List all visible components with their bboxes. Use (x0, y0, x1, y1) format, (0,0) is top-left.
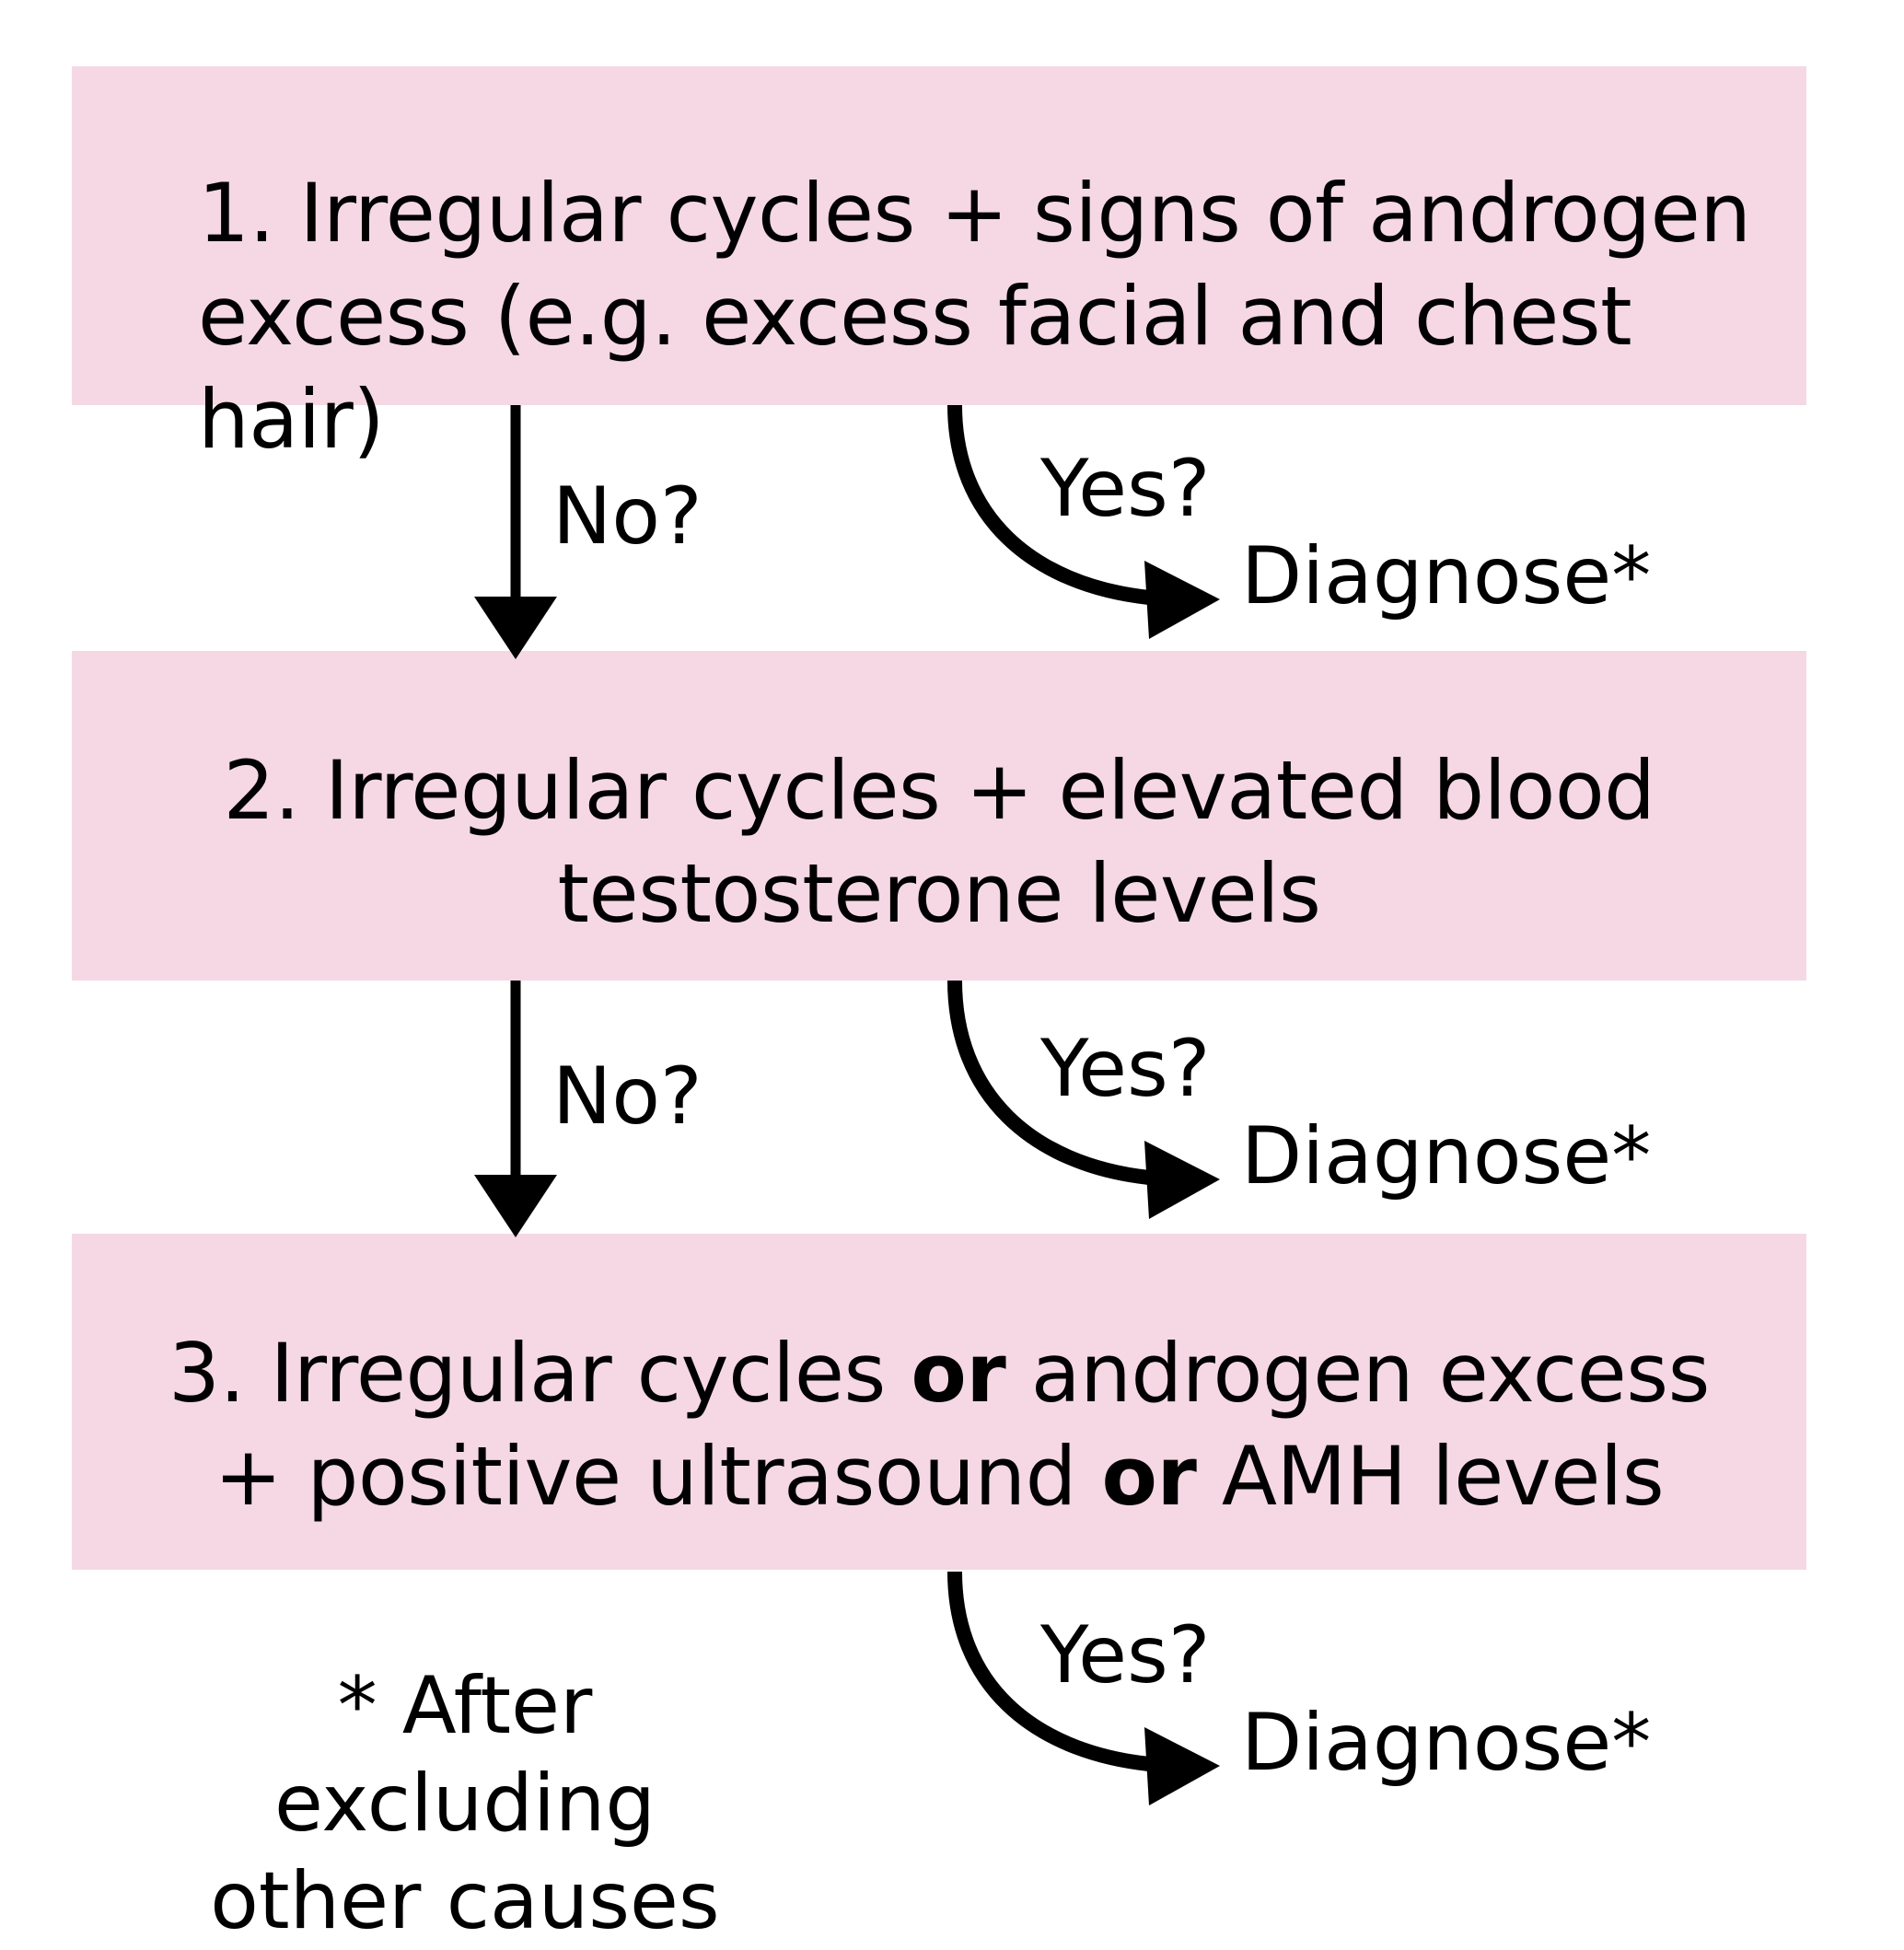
footnote-line-1: * After excluding (273, 1660, 656, 1850)
step-2-box: 2. Irregular cycles + elevated blood tes… (72, 651, 1806, 981)
footnote-line-2: other causes (210, 1855, 720, 1947)
step-3-text: 3. Irregular cycles or androgen excess +… (127, 1322, 1751, 1528)
step-1-diagnose-label: Diagnose* (1241, 530, 1652, 622)
step-2-line-2: testosterone levels (557, 846, 1321, 941)
step-3-line-2-or: or (1101, 1429, 1197, 1524)
step-2-text: 2. Irregular cycles + elevated blood tes… (127, 739, 1751, 946)
no-arrow-2 (474, 981, 557, 1237)
step-1-box: 1. Irregular cycles + signs of androgen … (72, 66, 1806, 467)
step-1-line-1: 1. Irregular cycles + signs of androgen (198, 166, 1751, 261)
footnote: * After excluding other causes (138, 1657, 792, 1950)
step-2-line-1: 2. Irregular cycles + elevated blood (223, 743, 1655, 838)
step-1-no-label: No? (552, 470, 702, 563)
step-3-diagnose-label: Diagnose* (1241, 1697, 1652, 1789)
step-3-yes-label: Yes? (1040, 1609, 1211, 1701)
step-3-line-2-part-2: AMH levels (1196, 1429, 1665, 1524)
step-3-line-1-or: or (911, 1326, 1006, 1421)
step-3-line-1-part-2: androgen excess (1005, 1326, 1711, 1421)
step-3-box: 3. Irregular cycles or androgen excess +… (72, 1234, 1806, 1570)
step-3-line-2-part-1: + positive ultrasound (214, 1429, 1102, 1524)
step-1-text: 1. Irregular cycles + signs of androgen … (198, 162, 1770, 471)
step-3-line-1-part-1: 3. Irregular cycles (168, 1326, 911, 1421)
step-1-line-2: excess (e.g. excess facial and chest hai… (198, 269, 1632, 467)
step-2-no-label: No? (552, 1050, 702, 1143)
flowchart-canvas: 1. Irregular cycles + signs of androgen … (72, 66, 1806, 1947)
step-2-yes-label: Yes? (1040, 1023, 1211, 1115)
step-1-yes-label: Yes? (1040, 443, 1211, 535)
step-2-diagnose-label: Diagnose* (1241, 1110, 1652, 1202)
